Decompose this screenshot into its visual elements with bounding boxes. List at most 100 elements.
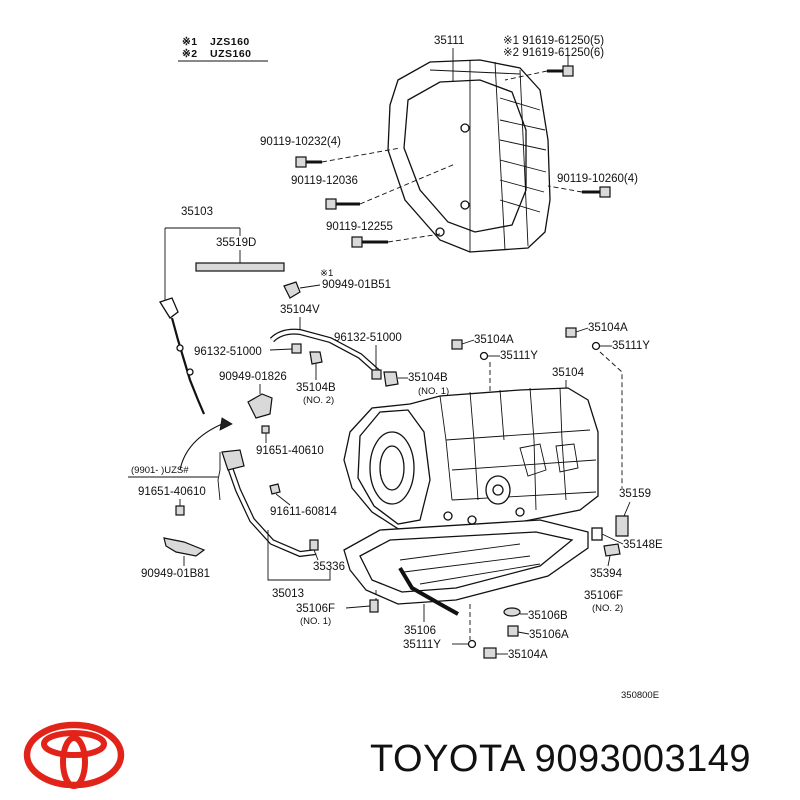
- label-35104A-left: 35104A: [474, 334, 514, 346]
- label-35104A-bottom: 35104A: [508, 649, 548, 661]
- legend-code-2: UZS160: [210, 48, 252, 60]
- assembly-arrow: [179, 423, 223, 471]
- label-35103: 35103: [181, 206, 213, 218]
- label-35013: 35013: [272, 588, 304, 600]
- dash-90119-12255: [387, 233, 441, 243]
- clamp-96132-right: [371, 369, 382, 380]
- bracket-35013: [217, 452, 331, 581]
- label-90949-01B51: 90949-01B51: [322, 279, 391, 291]
- leader-96132-left: [269, 348, 293, 351]
- label-35111Y-left: 35111Y: [500, 350, 538, 362]
- bracket-90949-01826: [247, 393, 273, 419]
- oring-35111Y-left: [479, 351, 489, 361]
- plug-35104A-bottom: [483, 647, 497, 659]
- label-90949-01826: 90949-01826: [219, 371, 287, 383]
- dipstick-drawing: [159, 297, 206, 415]
- label-35111: 35111: [434, 35, 464, 47]
- bolt-90119-10260: [582, 186, 611, 198]
- bolt-35106F-no1: [369, 599, 379, 613]
- plug-35104A-right: [565, 327, 577, 338]
- gasket-35106B: [503, 607, 521, 617]
- label-91651-40610-left: 91651-40610: [138, 486, 206, 498]
- label-90119-10232: 90119-10232(4): [260, 136, 341, 148]
- label-90119-12255: 90119-12255: [326, 221, 393, 233]
- bolt-90119-12036: [325, 198, 360, 210]
- label-91611-60814: 91611-60814: [270, 506, 338, 518]
- label-35104B-no2: 35104B: [296, 382, 336, 394]
- label-35111Y-bottom: 35111Y: [403, 639, 441, 651]
- leader-35104A-right: [575, 327, 589, 333]
- clamp-96132-left: [291, 343, 302, 354]
- label-35104: 35104: [552, 367, 585, 379]
- leader-91611: [275, 493, 291, 506]
- label-90949-01B51-mark: ※1: [320, 268, 333, 279]
- plug-35106A: [507, 625, 519, 637]
- clip-90949-01B51: [283, 281, 301, 299]
- label-35104V: 35104V: [280, 304, 320, 316]
- dash-35111Y-right: [599, 351, 623, 488]
- part-35159: [615, 515, 629, 537]
- bolt-90119-10232: [295, 156, 322, 168]
- legend-code-1: JZS160: [210, 36, 250, 48]
- label-96132-left: 96132-51000: [194, 346, 262, 358]
- dash-90119-10232: [321, 147, 401, 163]
- label-35104B-no2-sub: (NO. 2): [303, 395, 334, 406]
- leader-90949-01B51: [299, 284, 321, 289]
- leader-35148E: [601, 533, 624, 545]
- label-91651-40610-top: 91651-40610: [256, 445, 324, 457]
- clip-90949-01B81: [163, 537, 206, 557]
- label-90119-12036: 90119-12036: [291, 175, 358, 187]
- bolt-91611: [269, 483, 281, 495]
- dash-90119-12036: [359, 163, 456, 205]
- leader-35336: [313, 549, 319, 561]
- label-35106F-no2: 35106F: [584, 590, 623, 602]
- label-35106: 35106: [404, 625, 436, 637]
- leader-35159: [623, 501, 631, 517]
- label-35106F-no1-sub: (NO. 1): [300, 616, 331, 627]
- filler-tube-bracket: [221, 449, 245, 471]
- label-35106B: 35106B: [528, 610, 568, 622]
- label-35104B-no1-sub: (NO. 1): [418, 386, 449, 397]
- leader-35394: [607, 555, 611, 567]
- label-90949-01B81: 90949-01B81: [141, 568, 210, 580]
- converter-housing-drawing: [387, 59, 551, 253]
- label-91619-1: ※1 91619-61250(5): [503, 35, 604, 47]
- union-35104B-no1: [383, 371, 399, 387]
- label-91619-2: ※2 91619-61250(6): [503, 47, 604, 59]
- label-90119-10260: 90119-10260(4): [557, 173, 638, 185]
- assembly-arrow-head: [219, 417, 233, 431]
- legend-mark-1: ※1: [182, 36, 198, 48]
- dipstick-label-plate: [195, 262, 285, 272]
- label-9901-uzs: (9901- )UZS#: [131, 465, 189, 476]
- oil-pan-drawing: [343, 519, 589, 616]
- label-35394: 35394: [590, 568, 623, 580]
- model-legend: ※1 JZS160 ※2 UZS160: [178, 36, 268, 62]
- label-35104A-right: 35104A: [588, 322, 628, 334]
- part-35148E: [591, 527, 603, 541]
- label-35106F-no2-sub: (NO. 2): [592, 603, 623, 614]
- brand-caption: TOYOTA 9093003149: [370, 738, 752, 780]
- bolt-91651-top: [261, 425, 270, 434]
- bolt-91651-left: [175, 505, 185, 516]
- label-96132-right: 96132-51000: [334, 332, 402, 344]
- label-35104B-no1: 35104B: [408, 372, 448, 384]
- label-35111Y-right: 35111Y: [612, 340, 650, 352]
- bolt-91619: [547, 65, 574, 77]
- legend-mark-2: ※2: [182, 48, 198, 60]
- toyota-logo-icon: [23, 721, 125, 789]
- label-35519D: 35519D: [216, 237, 256, 249]
- label-35148E: 35148E: [623, 539, 663, 551]
- leader-35106A: [517, 631, 530, 635]
- transmission-case-drawing: [343, 387, 599, 541]
- plug-35104A-left: [451, 339, 463, 350]
- leader-35106F-no1: [345, 605, 371, 609]
- dash-90119-10260: [547, 185, 583, 193]
- bolt-90119-12255: [351, 236, 388, 248]
- magnet-35394: [603, 543, 621, 557]
- oring-35336: [309, 539, 319, 551]
- figure-number: 350800E: [621, 690, 659, 701]
- oring-35111Y-bottom: [467, 639, 477, 649]
- label-35106A: 35106A: [529, 629, 569, 641]
- label-35106F-no1: 35106F: [296, 603, 335, 615]
